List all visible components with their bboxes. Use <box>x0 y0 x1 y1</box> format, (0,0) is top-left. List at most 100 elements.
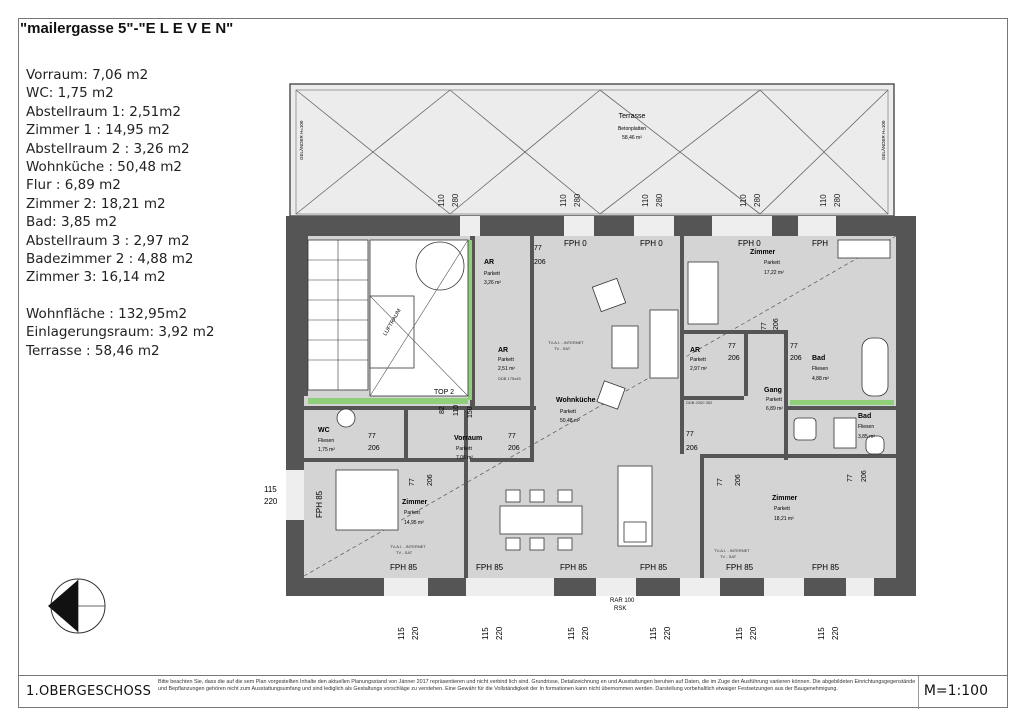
svg-text:77: 77 <box>717 478 724 486</box>
svg-text:DDB 2000 352: DDB 2000 352 <box>686 400 713 405</box>
svg-text:WC: WC <box>318 427 330 434</box>
svg-text:220: 220 <box>831 626 840 640</box>
svg-text:FPH 85: FPH 85 <box>315 490 324 518</box>
dim-label: 280 <box>451 193 460 207</box>
room-area-item: Zimmer 2: 18,21 m2 <box>26 195 166 212</box>
svg-text:110: 110 <box>453 405 460 416</box>
svg-text:TV-A.I. - INTERNET: TV-A.I. - INTERNET <box>390 544 426 549</box>
svg-text:RSK: RSK <box>614 606 626 612</box>
svg-text:RAR 100: RAR 100 <box>610 598 635 604</box>
room-ar-3: AR Parkett 2,97 m² <box>690 347 707 372</box>
svg-text:220: 220 <box>264 497 278 506</box>
dim-label: 110 <box>437 194 446 207</box>
dim-label: 110 <box>559 194 568 207</box>
svg-text:Parkett: Parkett <box>690 357 706 363</box>
svg-text:150: 150 <box>467 406 474 418</box>
svg-text:Parkett: Parkett <box>404 510 420 516</box>
svg-text:77: 77 <box>368 433 376 440</box>
svg-text:115: 115 <box>567 627 576 640</box>
room-zimmer-1: Zimmer Parkett 14,95 m² <box>402 499 428 526</box>
room-area-item: Wohnküche : 50,48 m2 <box>26 159 182 176</box>
room-area-item: WC: 1,75 m2 <box>26 85 114 102</box>
dim-label: 280 <box>833 193 842 207</box>
svg-text:206: 206 <box>861 470 868 482</box>
room-area-item: Flur : 6,89 m2 <box>26 177 121 194</box>
svg-text:FPH 85: FPH 85 <box>476 563 504 572</box>
svg-text:206: 206 <box>790 355 802 362</box>
svg-text:77: 77 <box>409 478 416 486</box>
svg-text:77: 77 <box>790 343 798 350</box>
svg-text:AR: AR <box>498 347 508 354</box>
dim-label: 280 <box>753 193 762 207</box>
staircase: LUFTRAUM TOP 2 <box>307 239 469 397</box>
room-area-item: Bad: 3,85 m2 <box>26 214 118 231</box>
room-labels: AR Parkett 3,26 m² AR Parkett 2,51 m² Wo… <box>318 249 875 526</box>
svg-text:206: 206 <box>427 474 434 486</box>
svg-text:Vorraum: Vorraum <box>454 435 482 442</box>
svg-text:TV - SAT: TV - SAT <box>554 346 571 351</box>
svg-text:82: 82 <box>439 406 446 414</box>
svg-text:2,51 m²: 2,51 m² <box>498 366 515 372</box>
outer-dimensions: 115 220 115 220 115 220 115 220 115 220 … <box>264 485 840 640</box>
room-area-item: Zimmer 3: 16,14 m2 <box>26 269 166 286</box>
svg-text:115: 115 <box>735 627 744 640</box>
railing-label-right: GELÄNDER H=100 <box>880 120 886 160</box>
svg-text:TV - SAT: TV - SAT <box>720 554 737 559</box>
room-gang: Gang Parkett 6,89 m² <box>764 387 783 412</box>
svg-text:FPH 0: FPH 0 <box>564 239 587 248</box>
svg-text:2,97 m²: 2,97 m² <box>690 366 707 372</box>
svg-text:Wohnküche: Wohnküche <box>556 397 596 404</box>
room-vorraum: Vorraum Parkett 7,06 m² <box>454 435 482 461</box>
svg-text:Zimmer: Zimmer <box>402 499 428 506</box>
svg-text:3,26 m²: 3,26 m² <box>484 280 501 286</box>
svg-text:77: 77 <box>686 431 694 438</box>
interior-walls <box>304 236 896 578</box>
svg-text:FPH 85: FPH 85 <box>390 563 418 572</box>
svg-text:Bad: Bad <box>812 355 825 362</box>
svg-text:FPH 0: FPH 0 <box>640 239 663 248</box>
railing-label-left: GELÄNDER H=100 <box>298 120 304 160</box>
svg-text:206: 206 <box>735 474 742 486</box>
dim-label: 110 <box>739 194 748 207</box>
svg-text:77: 77 <box>534 245 542 252</box>
svg-text:7,06 m²: 7,06 m² <box>456 455 473 461</box>
top-label: TOP 2 <box>434 389 454 396</box>
svg-text:220: 220 <box>495 626 504 640</box>
svg-text:Fliesen: Fliesen <box>318 438 334 444</box>
svg-text:FPH 0: FPH 0 <box>738 239 761 248</box>
drawing-sheet <box>18 18 1008 708</box>
room-area-item: Abstellraum 2 : 3,26 m2 <box>26 140 190 157</box>
svg-text:FPH 85: FPH 85 <box>812 563 840 572</box>
svg-text:6,89 m²: 6,89 m² <box>766 406 783 412</box>
svg-text:115: 115 <box>264 485 277 494</box>
svg-text:Parkett: Parkett <box>766 397 782 403</box>
svg-text:Parkett: Parkett <box>764 260 780 266</box>
svg-text:DDB 175x45: DDB 175x45 <box>498 376 521 381</box>
svg-text:206: 206 <box>728 355 740 362</box>
room-ar-2: AR Parkett 2,51 m² <box>498 347 515 372</box>
north-arrow-icon <box>48 578 106 634</box>
room-area-item: Abstellraum 3 : 2,97 m2 <box>26 232 190 249</box>
svg-text:115: 115 <box>817 627 826 640</box>
svg-text:220: 220 <box>663 626 672 640</box>
svg-text:AR: AR <box>484 259 494 266</box>
svg-text:Fliesen: Fliesen <box>812 366 828 372</box>
svg-text:14,95 m²: 14,95 m² <box>404 520 424 526</box>
svg-text:Gang: Gang <box>764 387 782 394</box>
dim-label: 110 <box>819 194 828 207</box>
svg-text:77: 77 <box>728 343 736 350</box>
total-storage-area: Einlagerungsraum: 3,92 m2 <box>26 324 215 341</box>
room-area-list: Vorraum: 7,06 m2 WC: 1,75 m2 Abstellraum… <box>26 66 214 360</box>
svg-text:77: 77 <box>847 474 854 482</box>
svg-text:FPH 85: FPH 85 <box>560 563 588 572</box>
svg-text:206: 206 <box>773 318 780 330</box>
svg-text:1,75 m²: 1,75 m² <box>318 447 335 453</box>
svg-text:FPH 85: FPH 85 <box>726 563 754 572</box>
svg-text:FPH 85: FPH 85 <box>640 563 668 572</box>
scale-label: M=1:100 <box>923 683 988 699</box>
fph-labels: FPH 0 FPH 0 FPH 0 FPH FPH 85 FPH 85 FPH … <box>315 239 840 572</box>
svg-text:220: 220 <box>581 626 590 640</box>
svg-text:Parkett: Parkett <box>774 506 790 512</box>
escape-lines <box>303 235 897 577</box>
svg-text:Parkett: Parkett <box>560 409 576 415</box>
